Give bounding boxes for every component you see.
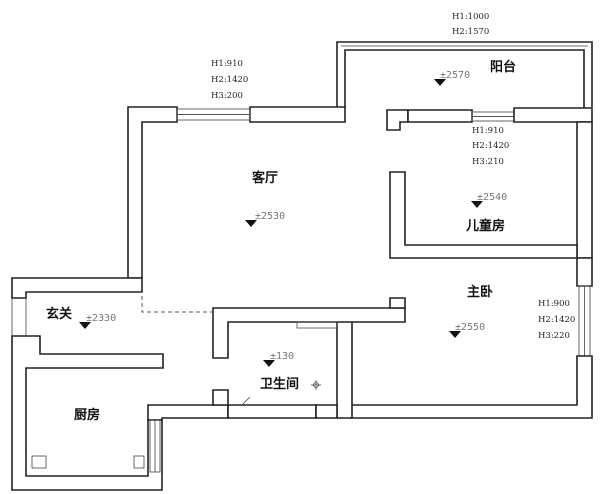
window-note-master-bedroom: H1:900 H2:1420 H3:220 [538, 299, 575, 341]
svg-text:H2:1420: H2:1420 [538, 315, 575, 325]
elevation-marker-icon [449, 331, 461, 338]
master-bedroom-walls [336, 257, 593, 419]
entrance-opening [141, 296, 213, 313]
elevation-marker-icon [471, 201, 483, 208]
bathroom-walls [147, 297, 406, 421]
elevation-master-bedroom: ±2550 [455, 322, 485, 333]
elevation-marker-icon [245, 220, 257, 227]
elevation-marker-icon [79, 322, 91, 329]
elevation-bathroom: ±130 [270, 351, 294, 362]
room-label-kitchen: 厨房 [74, 407, 100, 423]
elevation-balcony: ±2570 [440, 70, 470, 81]
balcony-walls [336, 41, 593, 108]
elevation-entrance: ±2330 [86, 313, 116, 324]
elevation-marker-icon [434, 79, 446, 86]
svg-text:H1:910: H1:910 [211, 59, 243, 69]
svg-text:H1:910: H1:910 [472, 126, 504, 136]
room-label-living: 客厅 [252, 170, 278, 186]
window-note-kids-room: H1:910 H2:1420 H3:210 [472, 126, 509, 167]
svg-text:H2:1420: H2:1420 [211, 75, 248, 85]
svg-text:H3:220: H3:220 [538, 331, 570, 341]
elevation-marker-icon [263, 360, 275, 367]
room-label-entrance: 玄关 [46, 306, 72, 322]
room-label-balcony: 阳台 [490, 59, 516, 75]
room-label-kids-room: 儿童房 [465, 218, 505, 234]
svg-text:H2:1420: H2:1420 [472, 141, 509, 151]
window-note-balcony: H1:1000 H2:1570 [452, 12, 489, 37]
elevation-living: ±2530 [255, 211, 285, 222]
svg-text:H1:900: H1:900 [538, 299, 570, 309]
elevation-kids-room: ±2540 [477, 192, 507, 203]
svg-text:H2:1570: H2:1570 [452, 27, 489, 37]
entrance-walls [11, 277, 143, 336]
kitchen-walls [11, 335, 164, 491]
window-note-living: H1:910 H2:1420 H3:200 [211, 59, 248, 101]
svg-text:H3:200: H3:200 [211, 91, 243, 101]
living-walls [127, 106, 346, 279]
svg-text:H1:1000: H1:1000 [452, 12, 489, 22]
room-label-master-bedroom: 主卧 [467, 284, 493, 300]
svg-text:H3:210: H3:210 [472, 157, 504, 167]
room-label-bathroom: 卫生间 [260, 376, 299, 392]
